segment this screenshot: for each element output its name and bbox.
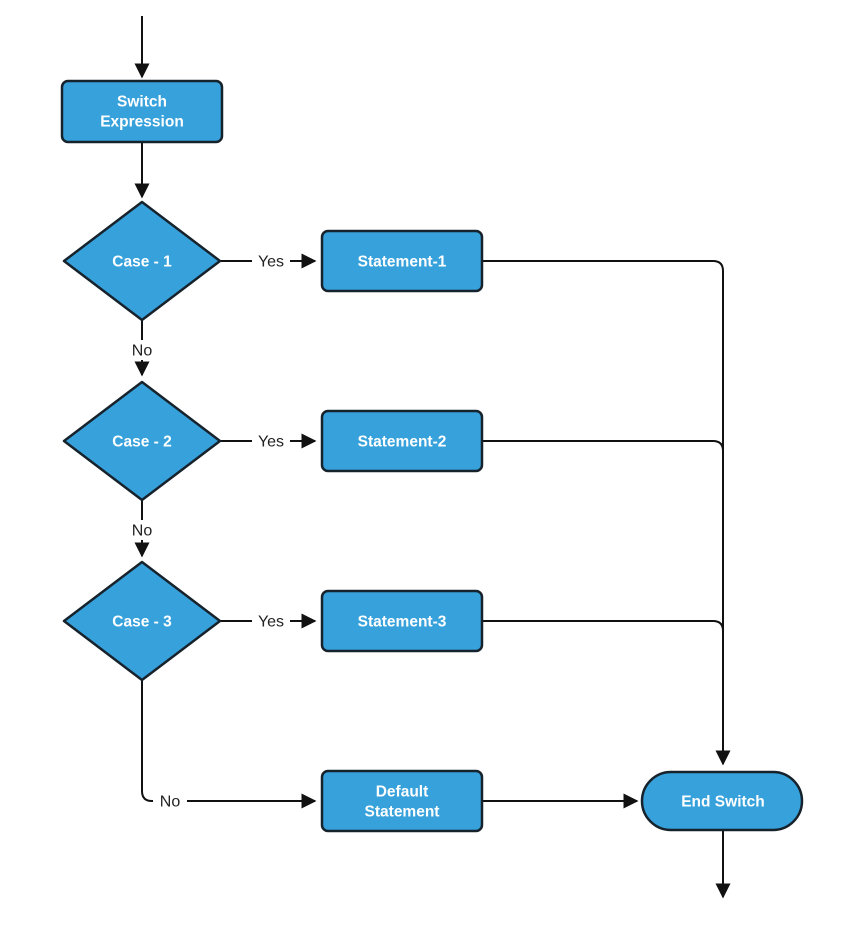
yes3-label-bg [252, 611, 290, 631]
no1-label: No [132, 343, 153, 360]
case3-decision-node [62, 560, 222, 682]
case1-label: Case - 1 [112, 254, 172, 271]
no2-label-bg [125, 520, 159, 540]
yes1-label-bg [252, 251, 290, 271]
statement1-node [320, 229, 484, 293]
connector-statement3-to-end-rail [482, 620, 724, 632]
connector-statement2-to-end-rail [482, 440, 724, 452]
no2-label: No [132, 523, 153, 540]
yes2-label-bg [252, 431, 290, 451]
switch-expression-node [60, 79, 224, 144]
end-switch-terminator-node [640, 770, 804, 832]
case2-decision-node [62, 380, 222, 502]
default-statement-label-line2: Statement [365, 804, 440, 821]
case3-label: Case - 3 [112, 614, 172, 631]
statement1-label: Statement-1 [358, 254, 447, 271]
default-statement-node [320, 769, 484, 833]
no3-label-bg [153, 791, 187, 811]
case2-label: Case - 2 [112, 434, 171, 451]
yes3-label: Yes [258, 614, 284, 631]
statement2-label: Statement-2 [358, 434, 447, 451]
edge-case3-no [141, 680, 317, 809]
default-statement-label-line1: Default [376, 784, 429, 801]
connector-statement1-to-end-rail [482, 260, 731, 766]
switch-expression-label-line2: Expression [100, 114, 184, 131]
statement3-node [320, 589, 484, 653]
yes1-label: Yes [258, 254, 284, 271]
no3-label: No [160, 794, 181, 811]
statement2-node [320, 409, 484, 473]
end-switch-label: End Switch [681, 794, 765, 811]
switch-expression-label-line1: Switch [117, 94, 167, 111]
yes2-label: Yes [258, 434, 284, 451]
case1-decision-node [62, 200, 222, 322]
no1-label-bg [125, 340, 159, 360]
statement3-label: Statement-3 [358, 614, 447, 631]
